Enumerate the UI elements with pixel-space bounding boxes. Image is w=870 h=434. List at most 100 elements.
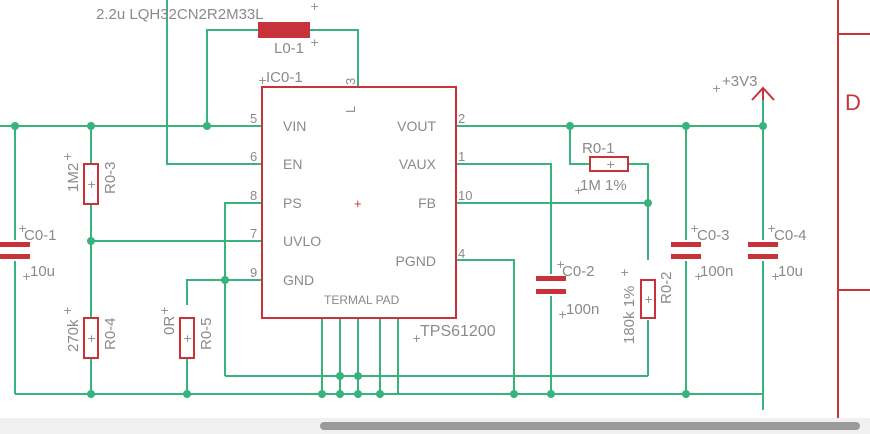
junction [87,122,95,130]
pin-num-vaux: 1 [458,149,465,164]
wire-thermal-pad-legs [321,318,399,394]
plus-marker: + [644,293,653,306]
plus-marker: + [574,184,583,197]
resistor-r04[interactable]: + 270k R0-4 + [63,304,119,359]
c01-name-label: C0-1 [24,227,57,244]
junction [87,237,95,245]
pin-label-en: EN [283,156,302,172]
pin-num-en: 6 [250,149,257,164]
supply-3v3[interactable]: +3V3 + [712,73,775,101]
junction [87,390,95,398]
pin-label-fb: FB [418,195,436,211]
plus-marker: + [160,304,169,317]
pin-label-uvlo: UVLO [283,233,321,249]
pin-label-vaux: VAUX [399,156,437,172]
capacitor-c03[interactable]: C0-3 + 100n + [671,222,733,283]
ic-body [261,86,457,319]
pin-num-ps: 8 [250,188,257,203]
plus-marker: + [694,270,703,283]
resistor-r01[interactable]: + R0-1 1M 1% + [574,140,629,197]
capacitor-c04[interactable]: C0-4 + 10u + [748,222,807,283]
c03-name-label: C0-3 [697,227,730,244]
ic-part-label: TPS61200 [420,323,496,340]
inductor-body [258,22,310,38]
wire-gnd-pin [186,279,262,305]
junction [759,122,767,130]
pin-num-pgnd: 4 [458,246,465,261]
plus-marker: + [63,304,72,317]
capacitor-c02[interactable]: C0-2 + 100n + [536,258,599,321]
capacitor-c01[interactable]: C0-1 + 10u + [0,222,57,283]
pin-num-vin: 5 [250,111,257,126]
wire-en [166,0,262,165]
inductor-l01[interactable]: 2.2u LQH32CN2R2M33L + L0-1 + [96,0,319,57]
junction [336,372,344,380]
pin-label-gnd: GND [283,272,314,288]
plus-marker: + [412,332,421,345]
wire-inductor-right [310,29,359,87]
resistor-r02[interactable]: + 180k 1% R0-2 + [620,266,675,344]
ic-tps61200[interactable]: IC0-1 + + VIN 5 EN 6 PS 8 UVLO 7 GND 9 L… [250,69,496,345]
resistor-body [83,163,99,205]
junction [682,122,690,130]
junction [644,199,652,207]
inductor-name-label: L0-1 [274,40,304,57]
schematic-svg: 2.2u LQH32CN2R2M33L + L0-1 + IC0-1 + + V… [0,0,870,418]
junction [354,390,362,398]
pin-num-gnd: 9 [250,265,257,280]
r04-value-label: 270k [65,319,82,352]
r04-name-label: R0-4 [102,317,119,350]
plus-marker: + [690,222,699,235]
plus-marker: + [767,222,776,235]
junction [183,390,191,398]
frame-zone-letter: D [845,90,861,115]
r05-value-label: 0R [161,316,178,335]
junction [203,122,211,130]
resistor-r05[interactable]: + 0R R0-5 + [160,304,215,359]
pin-label-pgnd: PGND [396,253,436,269]
capacitor-plate [748,254,778,259]
plus-marker: + [87,178,96,191]
plus-marker: + [63,150,72,163]
capacitor-plate [536,276,566,281]
wire-r01 [569,126,649,203]
junction [547,390,555,398]
r03-value-label: 1M2 [65,163,82,192]
plus-marker: + [620,266,629,279]
resistor-body [640,279,656,319]
scrollbar-thumb[interactable] [320,422,860,430]
wires [0,0,764,410]
junction [221,276,229,284]
pin-num-fb: 10 [458,188,472,203]
capacitor-plate [0,254,30,259]
plus-marker: + [310,36,319,49]
r01-name-label: R0-1 [582,140,615,157]
plus-marker: + [771,270,780,283]
junction [376,390,384,398]
pin-num-vout: 2 [458,111,465,126]
r02-value-label: 180k 1% [621,286,638,344]
plus-marker: + [22,270,31,283]
c01-value-label: 10u [30,263,55,280]
c03-value-label: 100n [700,263,733,280]
junction [510,390,518,398]
pin-label-vout: VOUT [397,118,436,134]
plus-marker: + [712,82,721,95]
plus-marker: + [183,332,192,345]
wire-ps [224,202,262,376]
plus-marker: + [310,0,319,13]
plus-marker: + [258,74,267,87]
c02-value-label: 100n [566,301,599,318]
junction [336,390,344,398]
plus-marker: + [558,308,567,321]
wire-pgnd [456,259,515,394]
junction [11,122,19,130]
junctions [11,122,767,398]
resistor-body [589,156,629,172]
capacitor-plate [0,242,30,247]
ic-name-label: IC0-1 [266,69,303,86]
resistor-r03[interactable]: + 1M2 R0-3 + [63,150,119,205]
horizontal-scrollbar[interactable] [0,418,870,434]
resistor-body [83,317,99,359]
